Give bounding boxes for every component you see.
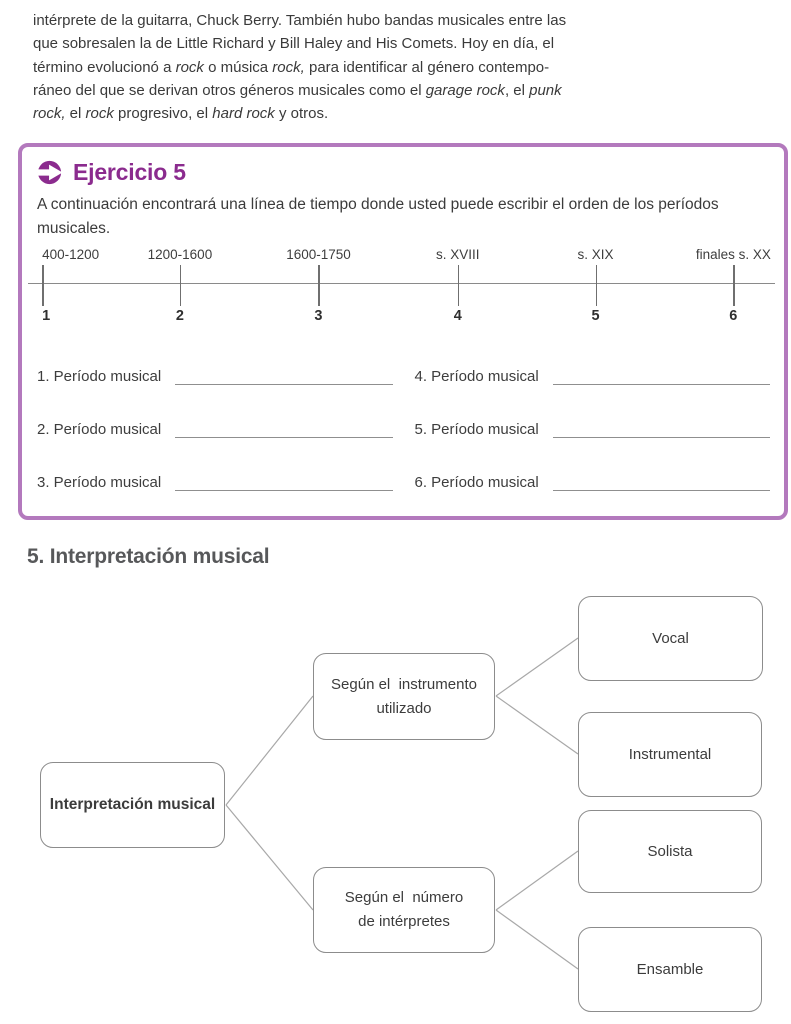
section-heading: 5. Interpretación musical [27,545,270,568]
timeline-axis-line [28,283,775,284]
timeline-period-label: s. XIX [577,247,614,262]
exercise-header: Ejercicio 5 [37,158,770,186]
interpretation-diagram: Interpretación musical Según el instrume… [0,590,791,1024]
intro-line-4: ráneo del que se derivan otros géneros m… [33,81,562,99]
diagram-leaf-solista-box: Solista [578,810,762,893]
answer-line [552,419,770,438]
answer-row-label: 1. Período musical [37,368,162,385]
exercise-description: A continuación encontrará una línea de t… [37,196,719,237]
timeline-number: 2 [175,308,184,324]
timeline-tick-4 [457,265,460,306]
answer-row-4: 4. Período musical [414,361,770,385]
timeline-number: 6 [729,308,738,324]
connector-numero-solista [495,850,579,911]
timeline-tick-5 [595,265,598,306]
intro-line-3: término evolucionó a rock o música rock,… [33,58,550,76]
timeline-period-label: s. XVIII [435,247,480,262]
answer-row-label: 6. Período musical [414,474,539,491]
diagram-leaf-instrumental-box: Instrumental [578,712,762,797]
timeline-period-label: finales s. XX [695,247,771,262]
connector-root-numero [225,804,314,911]
answer-row-5: 5. Período musical [414,414,770,438]
answer-row-3: 3. Período musical [37,467,393,491]
intro-line-2: que sobresalen la de Little Richard y Bi… [33,35,555,53]
timeline-period-label: 1600-1750 [286,247,351,262]
answer-line [175,472,393,491]
answer-row-6: 6. Período musical [414,467,770,491]
diagram-branch-numero-box: Según el número de intérpretes [313,867,495,953]
timeline-period-label: 400-1200 [42,247,100,262]
diagram-root-box: Interpretación musical [40,762,225,848]
answer-row-label: 2. Período musical [37,421,162,438]
circled-right-arrow-icon [37,160,63,184]
timeline-number: 5 [591,308,600,324]
exercise-title: Ejercicio 5 [73,158,186,185]
timeline-period-label: 1200-1600 [147,247,213,262]
diagram-connectors [225,637,579,970]
answer-row-label: 4. Período musical [414,368,539,385]
answer-row-1: 1. Período musical [37,361,393,385]
connector-instrumento-vocal [495,637,579,697]
exercise-box: Ejercicio 5 A continuación encontrará un… [18,143,788,520]
diagram-leaf-ensamble-box: Ensamble [578,927,762,1012]
answer-line [552,472,770,491]
timeline-number: 1 [42,308,51,324]
answer-line [175,366,393,385]
timeline-tick-6 [733,265,735,306]
timeline-number: 3 [314,308,323,324]
timeline-tick-1 [42,265,44,306]
timeline: 400-1200 1200-1600 1600-1750 s. XVIII s.… [28,247,775,329]
intro-paragraph: intérprete de la guitarra, Chuck Berry. … [33,9,633,125]
answer-line [175,419,393,438]
diagram-branch-instrumento-box: Según el instrumento utilizado [313,653,495,740]
timeline-tick-2 [179,265,182,306]
connector-root-instrumento [225,695,314,806]
answer-row-label: 3. Período musical [37,474,162,491]
connector-instrumento-instrumental [495,695,579,755]
answer-line [552,366,770,385]
answer-row-2: 2. Período musical [37,414,393,438]
diagram-leaf-vocal-box: Vocal [578,596,763,681]
timeline-number: 4 [453,308,462,324]
intro-line-1: intérprete de la guitarra, Chuck Berry. … [33,12,567,29]
answer-rows: 1. Período musical 4. Período musical 2.… [37,361,770,491]
intro-line-5: rock, el rock progresivo, el hard rock y… [33,105,329,123]
timeline-tick-3 [318,265,320,306]
answer-row-label: 5. Período musical [414,421,539,438]
connector-numero-ensamble [495,909,579,970]
